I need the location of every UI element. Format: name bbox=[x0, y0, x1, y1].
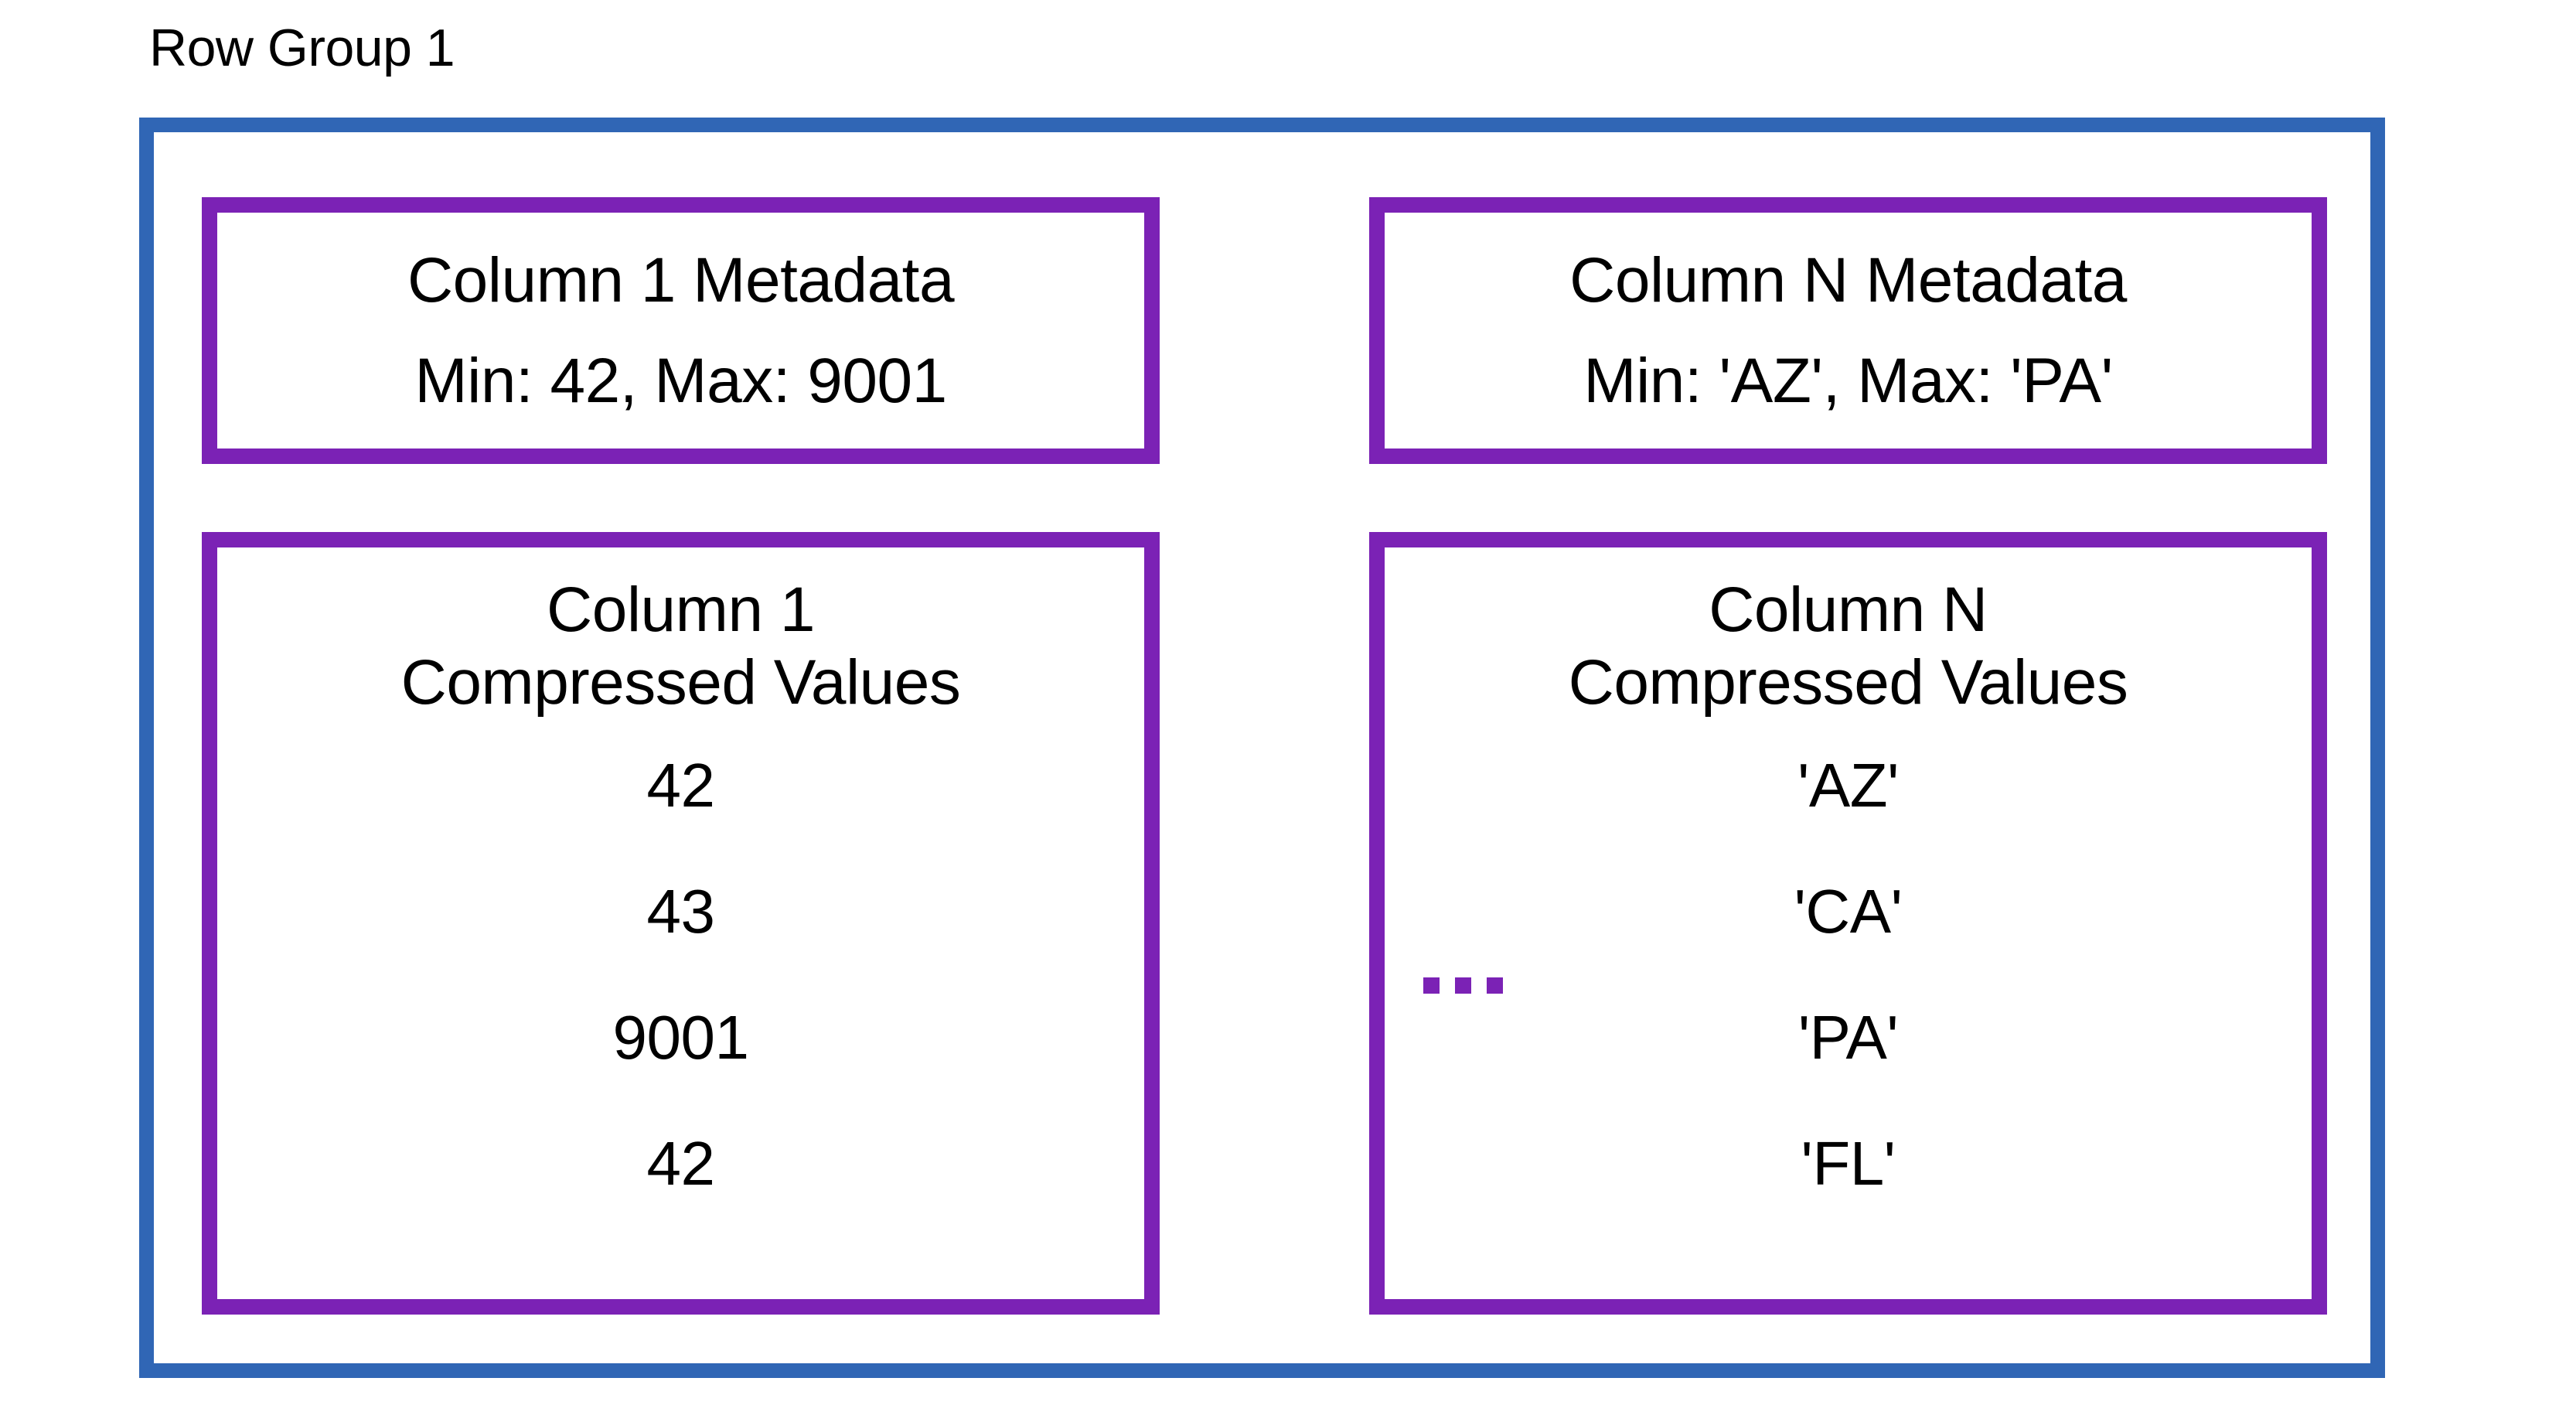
value-item: 9001 bbox=[612, 1003, 749, 1072]
ellipsis-dot bbox=[1487, 977, 1503, 994]
value-item: 43 bbox=[646, 877, 715, 946]
column-n-values-heading: Column N Compressed Values bbox=[1569, 574, 2128, 719]
column-n-metadata-stats: Min: 'AZ', Max: 'PA' bbox=[1583, 345, 2113, 416]
columns-area: Column 1 Metadata Min: 42, Max: 9001 Col… bbox=[202, 197, 2327, 1315]
column-1-values-list: 42 43 9001 42 bbox=[613, 755, 749, 1195]
column-n-metadata-title: Column N Metadata bbox=[1569, 244, 2127, 315]
column-n-values-box: Column N Compressed Values 'AZ' 'CA' 'PA… bbox=[1369, 532, 2327, 1315]
column-1-values-heading-line1: Column 1 bbox=[547, 575, 815, 645]
column-1-metadata-stats: Min: 42, Max: 9001 bbox=[414, 345, 947, 416]
ellipsis-dot bbox=[1455, 977, 1471, 994]
ellipsis-dot bbox=[1423, 977, 1440, 994]
page-title: Row Group 1 bbox=[149, 19, 455, 77]
horizontal-ellipsis-icon bbox=[1423, 977, 1503, 994]
value-item: 'FL' bbox=[1801, 1129, 1896, 1198]
column-1-values-box: Column 1 Compressed Values 42 43 9001 42 bbox=[202, 532, 1160, 1315]
column-1-values-heading: Column 1 Compressed Values bbox=[401, 574, 961, 719]
column-n-metadata-box: Column N Metadata Min: 'AZ', Max: 'PA' bbox=[1369, 197, 2327, 464]
column-n-values-heading-line2: Compressed Values bbox=[1568, 647, 2128, 718]
column-block-n: Column N Metadata Min: 'AZ', Max: 'PA' C… bbox=[1369, 197, 2327, 1315]
value-item: 'PA' bbox=[1797, 1003, 1899, 1072]
column-1-values-heading-line2: Compressed Values bbox=[400, 647, 961, 718]
value-item: 'AZ' bbox=[1797, 751, 1899, 820]
value-item: 42 bbox=[646, 1129, 715, 1198]
column-n-values-heading-line1: Column N bbox=[1709, 575, 1988, 645]
value-item: 'CA' bbox=[1794, 877, 1903, 946]
value-item: 42 bbox=[646, 751, 715, 820]
column-1-metadata-title: Column 1 Metadata bbox=[407, 244, 955, 315]
column-1-metadata-box: Column 1 Metadata Min: 42, Max: 9001 bbox=[202, 197, 1160, 464]
column-block-1: Column 1 Metadata Min: 42, Max: 9001 Col… bbox=[202, 197, 1160, 1315]
column-n-values-list: 'AZ' 'CA' 'PA' 'FL' bbox=[1794, 755, 1903, 1195]
